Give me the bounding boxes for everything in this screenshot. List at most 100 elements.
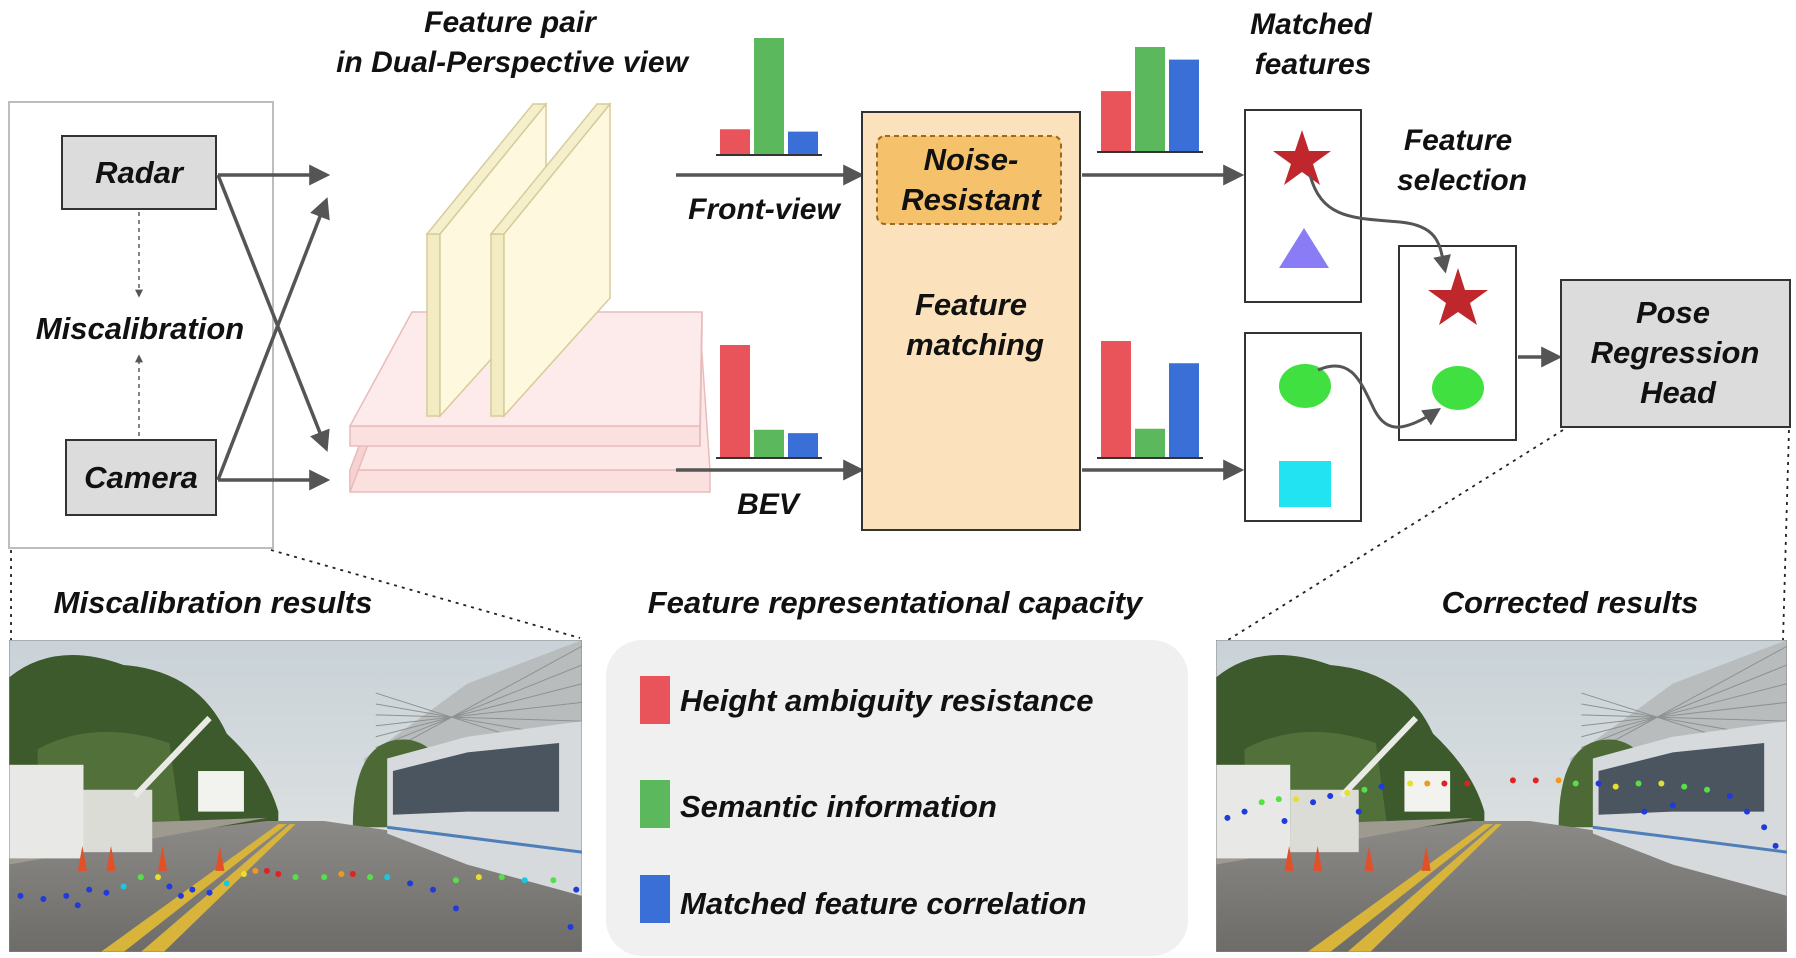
square-shape bbox=[1279, 461, 1331, 507]
camera-box bbox=[65, 439, 217, 516]
projected-point bbox=[1258, 799, 1265, 806]
projected-point bbox=[206, 889, 213, 896]
projected-point bbox=[1327, 793, 1334, 799]
bar-chart-matched-bottom bbox=[1097, 341, 1203, 459]
height-bar bbox=[720, 345, 750, 458]
legend-item-correlation: Matched feature correlation bbox=[680, 886, 1087, 921]
projected-point bbox=[567, 924, 574, 931]
bar-chart-matched-top bbox=[1097, 47, 1203, 153]
projected-point bbox=[1378, 783, 1385, 790]
projected-point bbox=[1441, 780, 1448, 787]
correlation-bar bbox=[1169, 59, 1199, 152]
projected-point bbox=[550, 877, 557, 884]
radar-box bbox=[61, 135, 217, 210]
miscalibration-results-label: Miscalibration results bbox=[54, 585, 373, 620]
connector-corrected-right bbox=[1782, 429, 1790, 641]
boom-arm bbox=[132, 715, 212, 799]
traffic-cone bbox=[1421, 845, 1431, 871]
feature-pair-title-2: in Dual-Perspective view bbox=[336, 46, 689, 79]
bus-windows bbox=[392, 742, 560, 815]
legend-swatch-correlation bbox=[640, 875, 670, 923]
selected-circle-shape bbox=[1432, 366, 1484, 410]
truck-bed bbox=[83, 789, 153, 853]
projected-point bbox=[1761, 824, 1768, 831]
feature-selection-title-2: selection bbox=[1397, 164, 1527, 197]
bus-stripe bbox=[386, 825, 582, 854]
lane-line-1 bbox=[1307, 824, 1493, 952]
projected-point bbox=[1641, 808, 1648, 815]
correlation-bar bbox=[788, 131, 818, 155]
projected-point bbox=[349, 871, 356, 877]
projected-point bbox=[1572, 780, 1579, 787]
utility-truck bbox=[1216, 764, 1291, 859]
projected-point bbox=[240, 871, 247, 877]
projected-point bbox=[86, 886, 93, 893]
semantic-bar bbox=[1135, 47, 1165, 152]
building-window-row bbox=[375, 664, 582, 749]
projected-point bbox=[1744, 808, 1751, 815]
matched-features-title-2: features bbox=[1255, 48, 1372, 81]
radar-to-bev-arrow bbox=[216, 174, 330, 452]
projected-point bbox=[1555, 777, 1562, 784]
utility-truck bbox=[9, 764, 84, 859]
feature-matching-label-1: Feature bbox=[915, 287, 1027, 322]
lane-line-2 bbox=[140, 824, 296, 952]
building-window-row bbox=[1581, 683, 1787, 738]
building-window-row bbox=[375, 645, 582, 759]
traffic-cone bbox=[106, 845, 116, 871]
projected-point bbox=[223, 880, 230, 887]
legend-item-height: Height ambiguity resistance bbox=[680, 683, 1093, 718]
projected-point bbox=[452, 877, 459, 884]
noise-resistant-label-2: Resistant bbox=[901, 182, 1042, 217]
projected-point bbox=[154, 874, 161, 881]
pose-label-2: Regression bbox=[1591, 335, 1760, 370]
projected-point bbox=[1509, 777, 1516, 784]
pickup-truck bbox=[198, 771, 244, 812]
legend-swatch-height bbox=[640, 676, 670, 724]
traffic-cone bbox=[215, 845, 225, 871]
miscalibration-label: Miscalibration bbox=[36, 311, 244, 346]
projected-point bbox=[177, 892, 184, 899]
height-bar bbox=[1101, 341, 1131, 458]
projected-point bbox=[17, 892, 24, 899]
feature-selection-title-1: Feature bbox=[1404, 124, 1512, 157]
projected-point bbox=[1361, 786, 1368, 793]
projected-point bbox=[189, 886, 196, 893]
traffic-cone bbox=[77, 845, 87, 871]
projected-point bbox=[1669, 802, 1676, 809]
projected-point bbox=[1281, 817, 1288, 824]
projected-point bbox=[275, 871, 282, 877]
traffic-cone bbox=[1313, 845, 1323, 871]
height-bar bbox=[720, 129, 750, 155]
projected-point bbox=[573, 886, 580, 893]
projected-point bbox=[1310, 799, 1317, 806]
semantic-bar bbox=[1135, 428, 1165, 458]
projected-point bbox=[40, 895, 47, 902]
bar-chart-front-view bbox=[716, 38, 822, 156]
bev-label: BEV bbox=[737, 488, 802, 521]
connector-misc-right bbox=[270, 549, 581, 639]
corrected-street-photo bbox=[1216, 640, 1787, 952]
pose-regression-head-box bbox=[1560, 279, 1791, 428]
semantic-bar bbox=[754, 38, 784, 155]
feature-matching-label-2: matching bbox=[906, 327, 1044, 362]
camera-label: Camera bbox=[84, 460, 198, 495]
pickup-truck bbox=[1404, 771, 1451, 812]
projected-point bbox=[252, 867, 259, 874]
height-bar bbox=[1101, 91, 1131, 152]
traffic-cone bbox=[1284, 845, 1294, 871]
building-window-row bbox=[375, 714, 582, 722]
projected-point bbox=[1772, 842, 1779, 849]
legend-title: Feature representational capacity bbox=[648, 585, 1144, 620]
projected-point bbox=[1344, 789, 1351, 796]
legend-swatch-semantic bbox=[640, 780, 670, 828]
projected-point bbox=[452, 905, 459, 912]
projected-point bbox=[1532, 777, 1539, 784]
projected-point bbox=[407, 880, 414, 887]
projected-point bbox=[63, 892, 70, 899]
front-plane-2 bbox=[489, 101, 612, 418]
sensor-group-frame bbox=[8, 101, 274, 549]
traffic-cone bbox=[157, 845, 168, 871]
projected-point bbox=[475, 874, 482, 881]
projected-point bbox=[521, 877, 528, 884]
